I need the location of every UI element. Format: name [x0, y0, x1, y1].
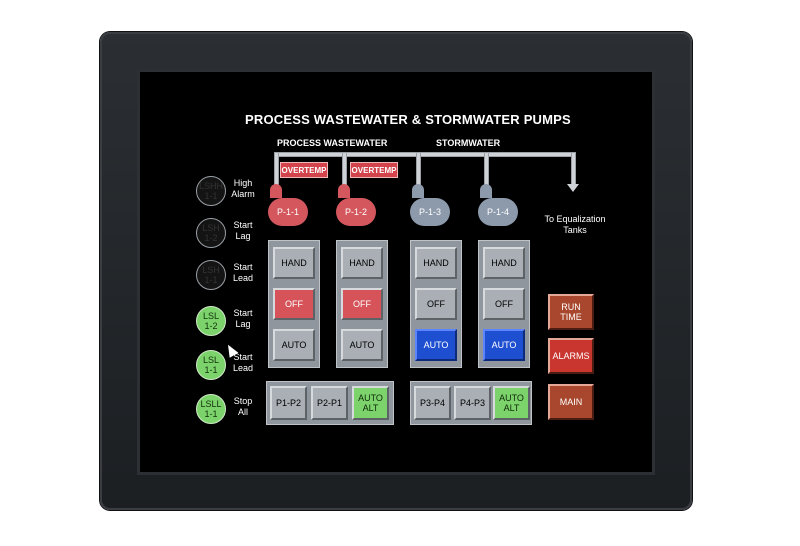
overtemp-alarm-p2: OVERTEMP	[350, 162, 398, 178]
auto-button-p2[interactable]: AUTO	[341, 329, 383, 361]
alt-p3-p4-button[interactable]: P3-P4	[414, 386, 451, 420]
discharge-pipe	[571, 152, 576, 188]
main-header-pipe	[274, 152, 576, 157]
pump-label: P-1-4	[478, 198, 518, 226]
off-button-p3[interactable]: OFF	[415, 288, 457, 320]
auto-alt-process-button[interactable]: AUTO ALT	[352, 386, 389, 420]
pump-inlet-icon	[270, 184, 282, 198]
overtemp-alarm-p1: OVERTEMP	[280, 162, 328, 178]
hand-button-p4[interactable]: HAND	[483, 247, 525, 279]
run-time-button[interactable]: RUN TIME	[548, 294, 594, 330]
pump-p-1-2[interactable]: P-1-2	[336, 184, 376, 226]
control-column-p4: HAND OFF AUTO	[478, 240, 530, 368]
hand-button-p3[interactable]: HAND	[415, 247, 457, 279]
discharge-arrow-icon	[567, 184, 579, 192]
pipe-drop-2	[342, 152, 347, 188]
pump-p-1-1[interactable]: P-1-1	[268, 184, 308, 226]
main-button[interactable]: MAIN	[548, 384, 594, 420]
auto-button-p4[interactable]: AUTO	[483, 329, 525, 361]
auto-alt-line2: ALT	[503, 403, 520, 413]
pump-label: P-1-1	[268, 198, 308, 226]
control-column-p2: HAND OFF AUTO	[336, 240, 388, 368]
hand-button-p2[interactable]: HAND	[341, 247, 383, 279]
run-time-line2: TIME	[560, 312, 582, 322]
control-column-p3: HAND OFF AUTO	[410, 240, 462, 368]
pipe-drop-4	[484, 152, 489, 188]
alarms-button[interactable]: ALARMS	[548, 338, 594, 374]
run-time-line1: RUN	[561, 302, 581, 312]
hmi-screen: PROCESS WASTEWATER & STORMWATER PUMPS PR…	[140, 72, 652, 472]
off-button-p1[interactable]: OFF	[273, 288, 315, 320]
off-button-p2[interactable]: OFF	[341, 288, 383, 320]
control-column-p1: HAND OFF AUTO	[268, 240, 320, 368]
page-title: PROCESS WASTEWATER & STORMWATER PUMPS	[245, 112, 571, 127]
auto-alt-line1: AUTO	[358, 393, 383, 403]
section-process-wastewater: PROCESS WASTEWATER	[277, 138, 388, 148]
pump-label: P-1-3	[410, 198, 450, 226]
alternation-bar-process: P1-P2 P2-P1 AUTO ALT	[266, 381, 394, 425]
auto-alt-line2: ALT	[362, 403, 379, 413]
pump-p-1-3[interactable]: P-1-3	[410, 184, 450, 226]
pump-label: P-1-2	[336, 198, 376, 226]
auto-alt-storm-button[interactable]: AUTO ALT	[493, 386, 530, 420]
pump-inlet-icon	[412, 184, 424, 198]
pump-inlet-icon	[480, 184, 492, 198]
off-button-p4[interactable]: OFF	[483, 288, 525, 320]
auto-alt-line1: AUTO	[499, 393, 524, 403]
alt-p1-p2-button[interactable]: P1-P2	[270, 386, 307, 420]
pump-p-1-4[interactable]: P-1-4	[478, 184, 518, 226]
auto-button-p1[interactable]: AUTO	[273, 329, 315, 361]
pipe-drop-1	[274, 152, 279, 188]
alt-p4-p3-button[interactable]: P4-P3	[454, 386, 491, 420]
auto-button-p3[interactable]: AUTO	[415, 329, 457, 361]
to-equalization-tanks-label: To Equalization Tanks	[544, 214, 606, 235]
alt-p2-p1-button[interactable]: P2-P1	[311, 386, 348, 420]
pump-inlet-icon	[338, 184, 350, 198]
pipe-drop-3	[416, 152, 421, 188]
section-stormwater: STORMWATER	[436, 138, 501, 148]
alternation-bar-storm: P3-P4 P4-P3 AUTO ALT	[410, 381, 532, 425]
hand-button-p1[interactable]: HAND	[273, 247, 315, 279]
